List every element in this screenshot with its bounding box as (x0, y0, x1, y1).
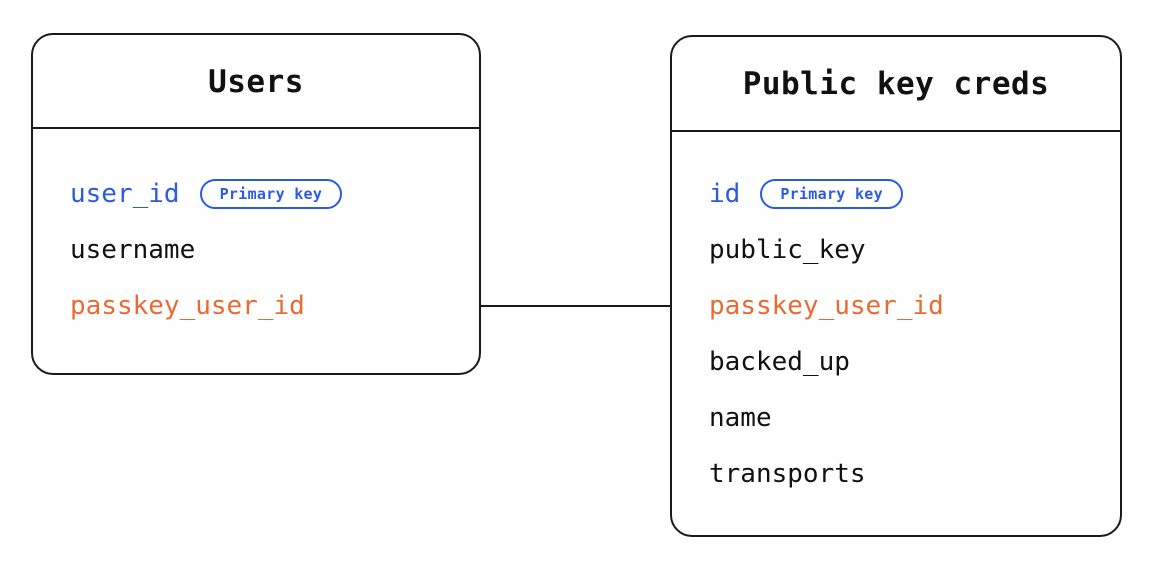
field-row-backed-up[interactable]: backed_up (672, 334, 1120, 390)
field-name-passkey-user-id: passkey_user_id (709, 291, 944, 321)
entity-users-field-list: user_id Primary key username passkey_use… (33, 166, 479, 334)
entity-public-key-creds-field-list: id Primary key public_key passkey_user_i… (672, 166, 1120, 502)
field-name-username: username (70, 235, 196, 265)
field-name-name: name (709, 403, 772, 433)
field-row-user-id[interactable]: user_id Primary key (33, 166, 479, 222)
field-name-id: id (709, 179, 741, 209)
field-name-user-id: user_id (70, 179, 180, 209)
entity-public-key-creds-header-divider (670, 130, 1122, 132)
field-row-transports[interactable]: transports (672, 446, 1120, 502)
entity-users-header: Users (31, 35, 481, 129)
field-row-public-key[interactable]: public_key (672, 222, 1120, 278)
field-name-public-key: public_key (709, 235, 866, 265)
field-row-name[interactable]: name (672, 390, 1120, 446)
field-row-passkey-user-id[interactable]: passkey_user_id (33, 278, 479, 334)
entity-users-header-divider (31, 127, 481, 129)
field-row-id[interactable]: id Primary key (672, 166, 1120, 222)
relationship-connector-users-to-public-key-creds[interactable] (481, 305, 671, 307)
field-name-transports: transports (709, 459, 866, 489)
primary-key-badge: Primary key (199, 179, 343, 209)
field-row-passkey-user-id[interactable]: passkey_user_id (672, 278, 1120, 334)
entity-public-key-creds[interactable]: Public key creds id Primary key public_k… (670, 35, 1122, 537)
field-name-passkey-user-id: passkey_user_id (70, 291, 305, 321)
entity-users-title: Users (208, 63, 304, 100)
entity-public-key-creds-title: Public key creds (742, 66, 1050, 102)
entity-users[interactable]: Users user_id Primary key username passk… (31, 33, 481, 375)
field-row-username[interactable]: username (33, 222, 479, 278)
primary-key-badge: Primary key (760, 179, 903, 209)
entity-public-key-creds-header: Public key creds (670, 37, 1122, 132)
field-name-backed-up: backed_up (709, 347, 850, 377)
